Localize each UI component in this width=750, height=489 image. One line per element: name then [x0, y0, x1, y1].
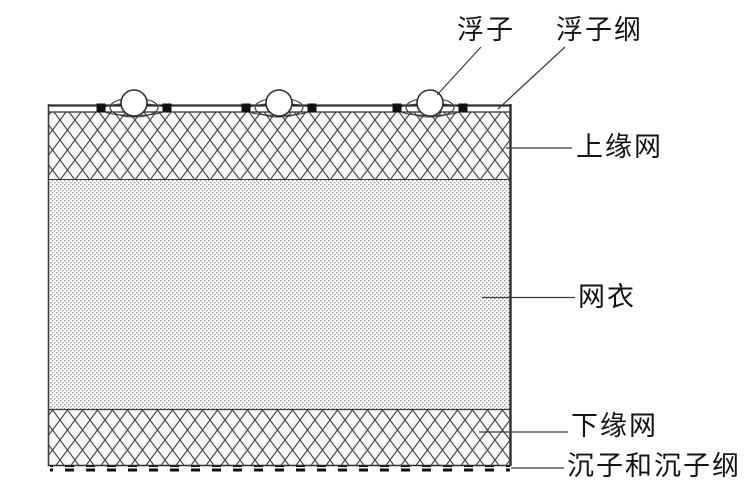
label-net-body: 网衣: [578, 282, 636, 312]
float-assembly: [241, 89, 317, 118]
rope-clamp-left: [241, 103, 251, 112]
rope-clamp-left: [96, 103, 106, 112]
upper-selvage-mesh: [49, 112, 510, 179]
lower-selvage-mesh: [49, 410, 510, 465]
label-float: 浮子: [457, 15, 515, 45]
label-lower-selvage: 下缘网: [571, 411, 658, 441]
rope-clamp-left: [392, 103, 402, 112]
leader-line-float-rope: [497, 46, 566, 110]
float-circle: [120, 89, 148, 117]
leader-line-float: [436, 46, 482, 96]
float-assembly: [392, 89, 468, 118]
label-float-rope: 浮子纲: [556, 15, 643, 45]
sinker-strip: [50, 466, 510, 472]
rope-clamp-right: [458, 103, 468, 112]
float-assembly: [96, 89, 172, 118]
net-body-panel: [49, 180, 510, 409]
float-circle: [416, 89, 444, 117]
label-sinker-rope: 沉子和沉子纲: [567, 451, 741, 481]
rope-clamp-right: [162, 103, 172, 112]
rope-clamp-right: [307, 103, 317, 112]
float-circle: [265, 89, 293, 117]
label-upper-selvage: 上缘网: [576, 132, 663, 162]
